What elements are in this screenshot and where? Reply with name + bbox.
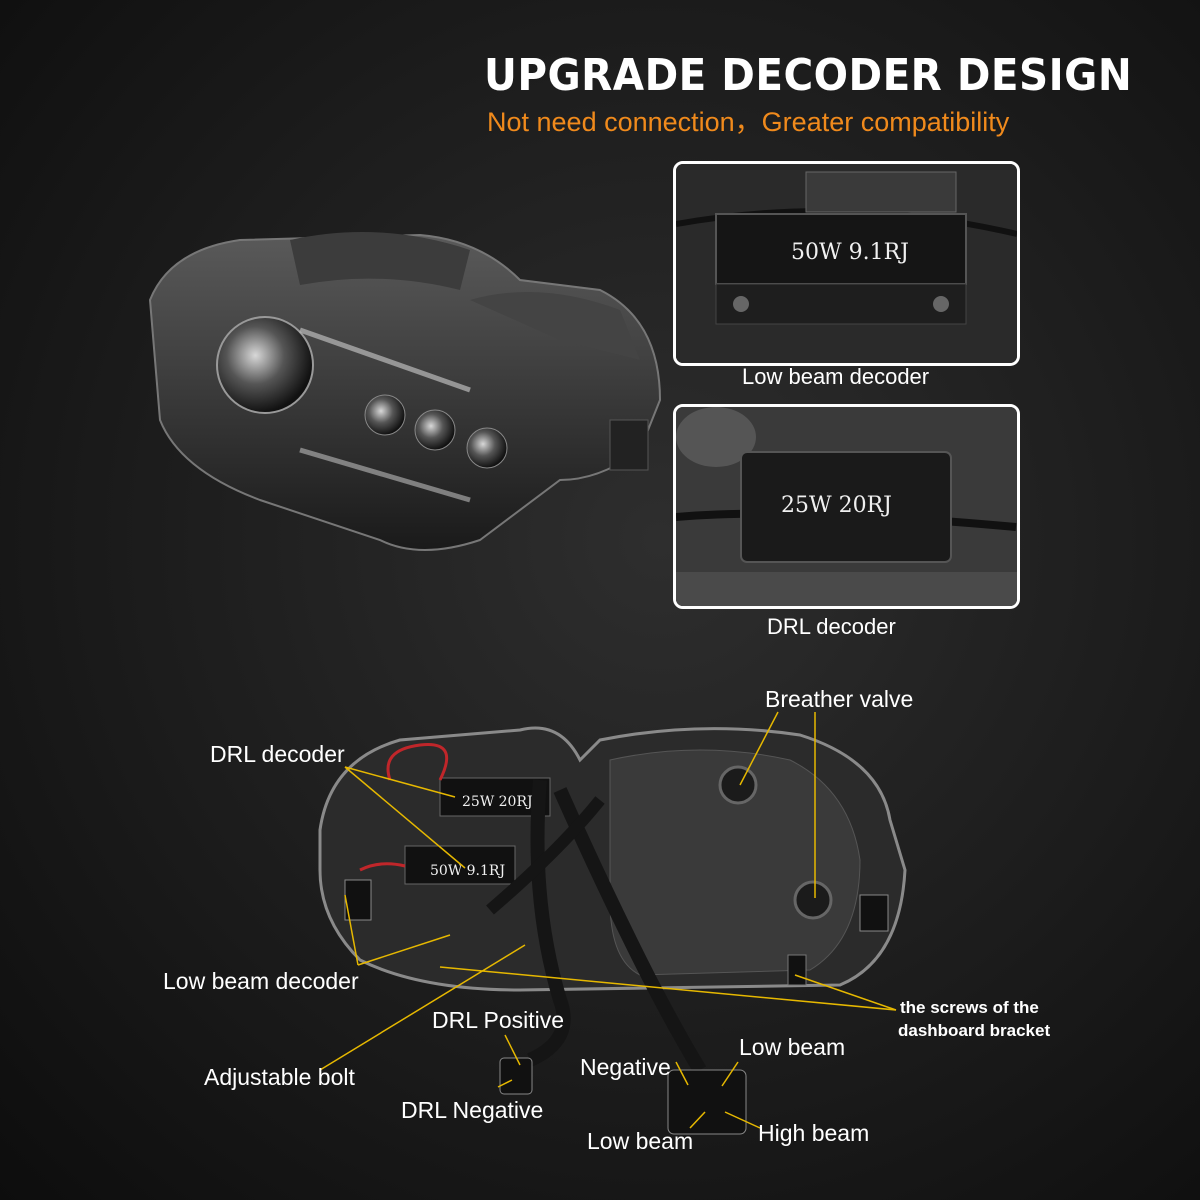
low-beam-bottom-label: Low beam (587, 1128, 694, 1154)
screws-label-line1: the screws of the (900, 998, 1039, 1017)
high-beam-label: High beam (758, 1120, 870, 1146)
page-subtitle: Not need connection，Greater compatibilit… (487, 107, 1010, 137)
low-beam-resistor-illustration: 50W 9.1RJ (676, 164, 1017, 363)
drl-negative-label: DRL Negative (401, 1097, 544, 1123)
drl-resistor-text: 25W 20RJ (781, 493, 892, 518)
low-beam-decoder-photo: 50W 9.1RJ (673, 161, 1020, 366)
low-beam-decoder-caption: Low beam decoder (742, 364, 930, 389)
rear-low-beam-resistor-text: 50W 9.1RJ (430, 863, 505, 879)
low-beam-resistor-text: 50W 9.1RJ (791, 240, 909, 265)
negative-label: Negative (580, 1054, 671, 1080)
low-beam-decoder-label: Low beam decoder (163, 968, 359, 994)
rear-drl-resistor-text: 25W 20RJ (462, 794, 533, 810)
screws-label-line2: dashboard bracket (898, 1021, 1051, 1040)
drl-decoder-photo: 25W 20RJ (673, 404, 1020, 609)
breather-valve-label: Breather valve (765, 686, 914, 712)
drl-decoder-caption: DRL decoder (767, 614, 896, 639)
adjustable-bolt-label: Adjustable bolt (204, 1064, 355, 1090)
drl-decoder-label: DRL decoder (210, 741, 345, 767)
drl-resistor-illustration: 25W 20RJ (676, 407, 1017, 606)
low-beam-right-label: Low beam (739, 1034, 846, 1060)
drl-positive-label: DRL Positive (432, 1007, 565, 1033)
